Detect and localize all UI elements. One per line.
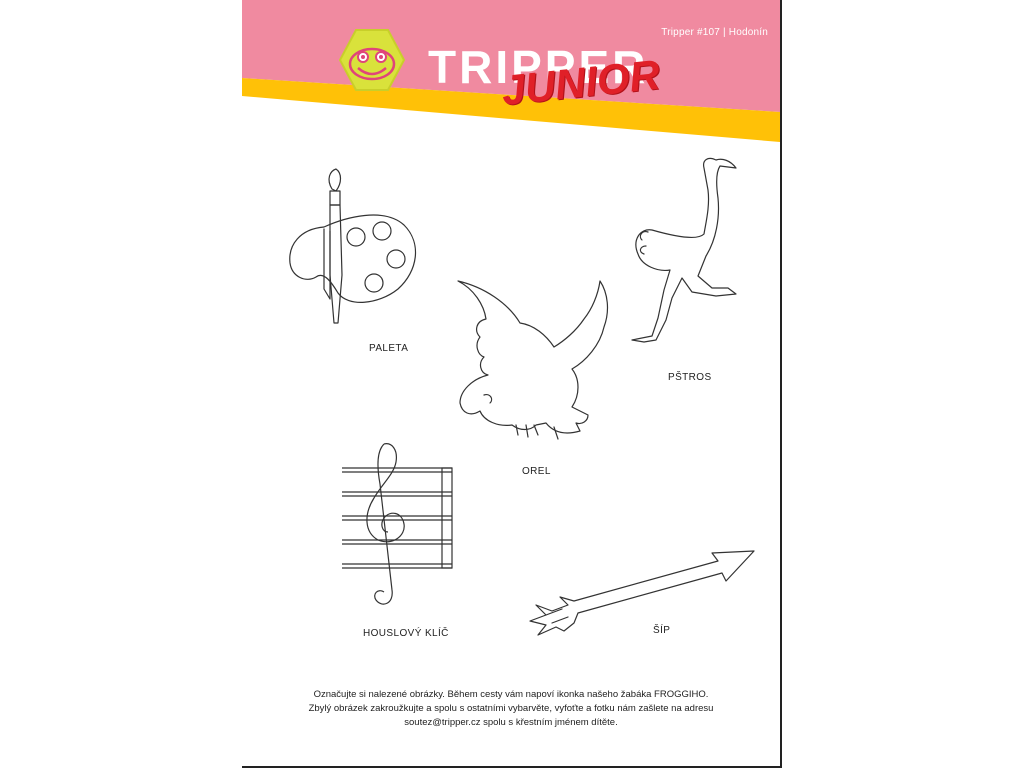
instructions-line-2: Zbylý obrázek zakroužkujte a spolu s ost… <box>308 703 714 714</box>
instructions-line-3: soutez@tripper.cz spolu s křestním jméne… <box>404 717 618 728</box>
coloring-page: Tripper #107 | Hodonín TRIPPER JUNIOR PA… <box>242 0 782 768</box>
issue-label: Tripper #107 | Hodonín <box>661 27 768 38</box>
instructions-line-1: Označujte si nalezené obrázky. Během ces… <box>313 689 709 700</box>
label-housle: HOUSLOVÝ KLÍČ <box>363 628 449 639</box>
header-banner <box>242 0 780 142</box>
label-pstros: PŠTROS <box>668 372 712 383</box>
treble-clef-outline-icon <box>342 443 453 605</box>
instructions: Označujte si nalezené obrázky. Během ces… <box>242 688 780 730</box>
label-sip: ŠÍP <box>653 625 671 636</box>
brand-title: TRIPPER <box>428 41 649 93</box>
palette-outline-icon <box>289 168 417 324</box>
eagle-outline-icon <box>457 280 609 440</box>
label-orel: OREL <box>522 466 551 477</box>
ostrich-outline-icon <box>631 157 737 343</box>
frog-logo-icon <box>338 29 406 91</box>
label-paleta: PALETA <box>369 343 409 354</box>
arrow-outline-icon <box>529 550 755 636</box>
